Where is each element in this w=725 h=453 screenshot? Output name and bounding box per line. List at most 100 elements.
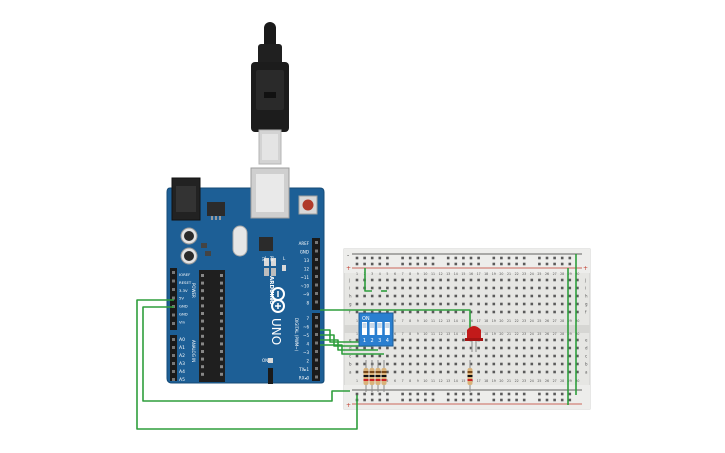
resistor[interactable]: [381, 360, 387, 392]
column-number: 28: [560, 379, 564, 383]
row-letter: j: [348, 278, 350, 283]
digital-header-bottom[interactable]: [312, 313, 320, 381]
column-number: 29: [568, 332, 572, 336]
column-number: 28: [560, 319, 564, 323]
column-number: 12: [439, 332, 443, 336]
led-l-label: L: [283, 256, 286, 261]
column-number: 24: [530, 319, 534, 323]
column-number: 21: [507, 379, 511, 383]
resistor[interactable]: [363, 360, 369, 392]
column-number: 11: [431, 272, 435, 276]
column-number: 25: [537, 379, 541, 383]
dip-number: 1: [363, 338, 366, 344]
power-pin-label: GND: [179, 304, 188, 309]
power-pin-label: GND: [179, 312, 188, 317]
digital-pin-label: TX▸1: [298, 367, 309, 372]
column-number: 7: [402, 272, 404, 276]
column-number: 29: [568, 272, 572, 276]
wire-pin4[interactable]: [320, 344, 384, 355]
wire-5v[interactable]: [136, 299, 358, 430]
column-number: 15: [461, 332, 465, 336]
analog-header[interactable]: [170, 335, 177, 381]
column-number: 14: [454, 319, 458, 323]
column-number: 26: [545, 332, 549, 336]
wire-rail-top-a[interactable]: [364, 268, 372, 292]
resistor[interactable]: [467, 360, 473, 392]
digital-pin-label: ~11: [301, 275, 310, 280]
column-number: 22: [515, 332, 519, 336]
column-number: 13: [446, 319, 450, 323]
analog-pin-label: A3: [179, 361, 185, 367]
column-number: 10: [423, 332, 427, 336]
column-number: 19: [492, 319, 496, 323]
column-number: 27: [553, 272, 557, 276]
column-number: 12: [439, 379, 443, 383]
row-letter: a: [585, 370, 588, 375]
column-number: 15: [461, 319, 465, 323]
column-number: 25: [537, 332, 541, 336]
red-led[interactable]: [465, 326, 483, 352]
analog-pin-label: A2: [179, 353, 185, 359]
crystal-oscillator: [232, 225, 248, 257]
digital-header-top[interactable]: [312, 238, 320, 310]
arduino-board[interactable]: TX RX L ARDUINO UNO ON IOREFRESET3.3V5VG…: [166, 167, 325, 384]
column-number: 23: [522, 379, 526, 383]
row-letter: i: [585, 286, 586, 291]
column-number: 13: [446, 332, 450, 336]
digital-pin-label: 8: [306, 301, 309, 306]
reset-button-icon[interactable]: [298, 195, 318, 215]
atmega-chip: [199, 270, 225, 382]
dip-toggle[interactable]: [362, 322, 367, 335]
column-number: 26: [545, 319, 549, 323]
column-number: 30: [575, 319, 579, 323]
column-number: 18: [484, 272, 488, 276]
voltage-regulator: [207, 202, 225, 216]
column-number: 1: [356, 272, 358, 276]
wire-gnd[interactable]: [142, 306, 350, 402]
column-number: 4: [379, 272, 381, 276]
column-number: 8: [409, 332, 411, 336]
resistors[interactable]: [363, 360, 473, 392]
row-letter: c: [349, 354, 351, 359]
usb-plug-icon[interactable]: [251, 22, 289, 165]
column-number: 6: [394, 272, 396, 276]
model-label: UNO: [269, 318, 283, 345]
digital-pin-label: 12: [304, 267, 310, 272]
wires[interactable]: [136, 254, 577, 430]
column-number: 30: [575, 332, 579, 336]
column-number: 24: [530, 272, 534, 276]
row-letter: f: [585, 310, 587, 315]
column-number: 27: [553, 332, 557, 336]
column-number: 9: [417, 319, 419, 323]
wire-pin8-led[interactable]: [320, 309, 471, 332]
column-number: 30: [575, 272, 579, 276]
dip-toggle[interactable]: [369, 322, 375, 335]
column-number: 19: [492, 332, 496, 336]
digital-pin-label: RX◂0: [299, 376, 310, 381]
column-number: 12: [439, 319, 443, 323]
digital-pin-label: ~3: [303, 350, 309, 355]
column-number: 7: [402, 379, 404, 383]
digital-pin-label: GND: [300, 250, 309, 255]
resistor[interactable]: [375, 360, 381, 392]
digital-pin-label: ~6: [303, 325, 309, 330]
column-number: 26: [545, 379, 549, 383]
dip-toggle[interactable]: [377, 322, 383, 335]
power-pin-label: Vin: [179, 319, 186, 324]
column-number: 20: [499, 379, 503, 383]
column-number: 14: [454, 379, 458, 383]
row-letter: b: [585, 362, 588, 367]
analog-pin-label: A4: [179, 369, 185, 375]
digital-pin-label: 4: [306, 342, 309, 347]
column-number: 29: [568, 379, 572, 383]
dip-toggle[interactable]: [384, 322, 390, 335]
column-number: 21: [507, 332, 511, 336]
resistor[interactable]: [369, 360, 375, 392]
row-letter: e: [349, 338, 352, 343]
rail-minus-label: -: [347, 252, 349, 259]
column-number: 7: [402, 319, 404, 323]
wire-pin7[interactable]: [320, 329, 366, 343]
digital-pin-label: ~9: [303, 292, 309, 297]
